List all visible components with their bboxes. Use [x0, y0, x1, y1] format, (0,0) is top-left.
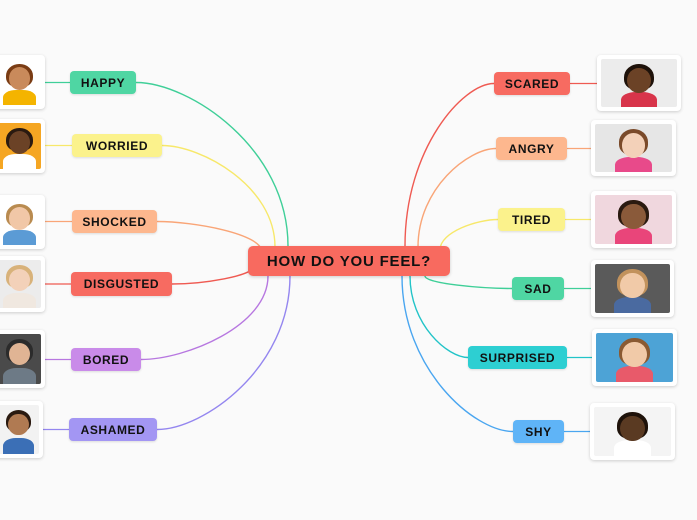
photo-image	[595, 195, 672, 244]
topic-node-shocked[interactable]: SHOCKED	[72, 210, 157, 233]
topic-node-ashamed[interactable]: ASHAMED	[69, 418, 157, 441]
connector-worried	[161, 144, 276, 248]
connector-tired	[439, 218, 499, 251]
photo-image	[0, 260, 41, 308]
child-ashamed-photo[interactable]	[0, 401, 43, 458]
topic-node-shy[interactable]: SHY	[513, 420, 564, 443]
connector-surprised	[409, 275, 469, 359]
connector-ashamed	[156, 275, 291, 431]
topic-node-scared[interactable]: SCARED	[494, 72, 570, 95]
child-face-shape	[8, 268, 31, 292]
child-face-shape	[8, 343, 31, 366]
photo-image	[0, 334, 41, 384]
connector-shocked	[156, 220, 263, 253]
topic-node-disgusted[interactable]: DISGUSTED	[71, 272, 172, 296]
photo-image	[0, 123, 41, 169]
central-topic[interactable]: HOW DO YOU FEEL?	[248, 246, 450, 276]
photo-image	[595, 264, 670, 313]
child-body-shape	[615, 366, 654, 382]
child-disgusted-photo[interactable]	[0, 256, 45, 312]
child-body-shape	[2, 90, 37, 105]
child-face-shape	[8, 131, 31, 154]
photo-image	[0, 59, 41, 105]
child-body-shape	[2, 154, 37, 169]
photo-image	[595, 124, 672, 172]
child-shy-photo[interactable]	[590, 403, 675, 460]
child-face-shape	[620, 272, 645, 299]
child-face-shape	[8, 67, 31, 90]
connector-disgusted	[171, 264, 256, 285]
connector-scared	[404, 82, 495, 247]
topic-node-worried[interactable]: WORRIED	[72, 134, 162, 157]
connector-sad	[424, 275, 513, 290]
child-body-shape	[2, 292, 37, 308]
child-body-shape	[613, 297, 652, 313]
child-face-shape	[622, 341, 647, 368]
photo-image	[596, 333, 673, 382]
child-laughing-photo[interactable]	[0, 55, 45, 109]
child-body-shape	[613, 440, 652, 456]
topic-node-tired[interactable]: TIRED	[498, 208, 565, 231]
connector-happy	[135, 81, 289, 247]
photo-image	[0, 405, 39, 454]
topic-node-angry[interactable]: ANGRY	[496, 137, 567, 160]
child-face-shape	[621, 132, 646, 158]
child-shocked-photo[interactable]	[0, 195, 45, 249]
child-face-shape	[621, 203, 646, 230]
photo-image	[594, 407, 671, 456]
topic-node-sad[interactable]: SAD	[512, 277, 564, 300]
child-face-shape	[8, 413, 29, 436]
child-face-shape	[627, 67, 651, 93]
child-sad-photo[interactable]	[591, 260, 674, 317]
child-body-shape	[2, 230, 37, 245]
child-angry-photo[interactable]	[591, 120, 676, 176]
connector-bored	[140, 275, 269, 361]
child-body-shape	[620, 91, 658, 107]
topic-node-bored[interactable]: BORED	[71, 348, 141, 371]
child-worried-photo[interactable]	[0, 119, 45, 173]
child-body-shape	[615, 156, 652, 172]
child-body-shape	[2, 438, 35, 454]
child-tired-photo[interactable]	[591, 191, 676, 248]
child-face-shape	[8, 207, 31, 230]
photo-image	[0, 199, 41, 245]
connector-shy	[401, 275, 514, 433]
topic-node-happy[interactable]: HAPPY	[70, 71, 136, 94]
child-face-shape	[620, 415, 645, 442]
photo-image	[601, 59, 677, 107]
child-body-shape	[2, 368, 37, 384]
child-surprised-photo[interactable]	[592, 329, 677, 386]
connector-angry	[417, 147, 497, 248]
topic-node-surprised[interactable]: SURPRISED	[468, 346, 567, 369]
child-scared-photo[interactable]	[597, 55, 681, 111]
child-bored-photo[interactable]	[0, 330, 45, 388]
child-body-shape	[614, 228, 653, 244]
